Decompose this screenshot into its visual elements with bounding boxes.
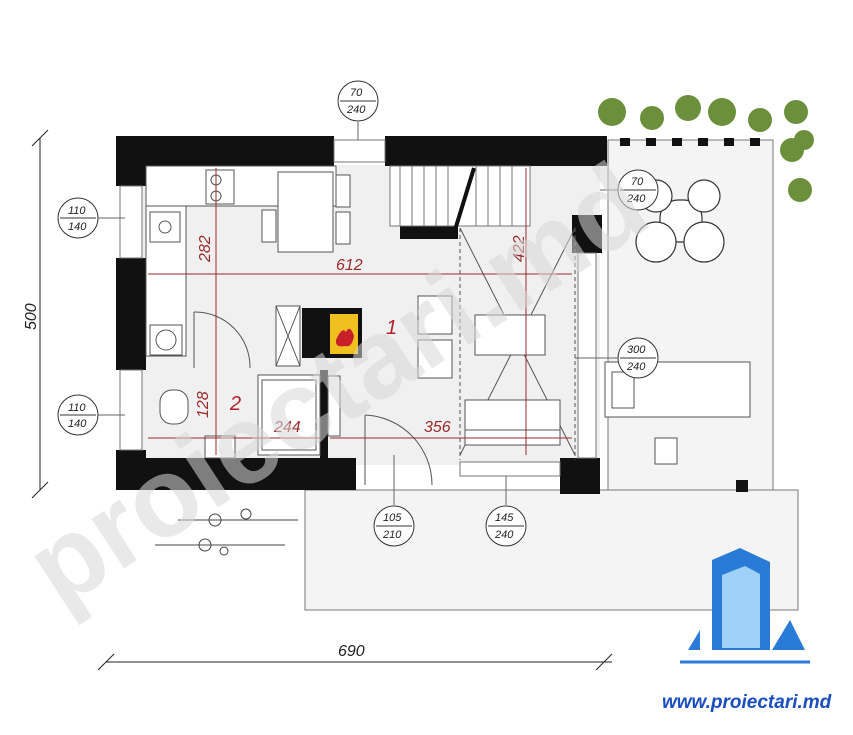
svg-text:240: 240	[626, 361, 646, 373]
bicycles	[155, 508, 298, 556]
room-number-1: 1	[386, 317, 397, 339]
dim-612: 612	[336, 257, 363, 274]
opening-bubble: 105 210	[373, 455, 415, 547]
svg-text:240: 240	[626, 193, 646, 205]
svg-text:70: 70	[631, 176, 644, 188]
dim-244: 244	[273, 419, 301, 436]
overall-dimensions	[31, 129, 613, 671]
dim-356: 356	[424, 419, 451, 436]
plants	[598, 95, 814, 202]
opening-bubble: 300 240	[575, 337, 659, 379]
svg-text:240: 240	[494, 529, 514, 541]
dim-128: 128	[195, 391, 212, 418]
opening-bubbles: 70 240 110 140 70 240 300 240	[57, 80, 659, 547]
room-number-2: 2	[229, 393, 241, 415]
svg-text:210: 210	[382, 529, 402, 541]
opening-bubble: 110 140	[57, 197, 125, 239]
dim-282: 282	[197, 235, 214, 263]
opening-bubble: 110 140	[57, 394, 125, 436]
stairs	[389, 165, 531, 231]
dim-overall-width: 690	[338, 643, 365, 660]
svg-text:110: 110	[68, 205, 86, 217]
svg-text:105: 105	[383, 512, 402, 524]
kitchen	[145, 165, 351, 357]
dim-overall-height: 500	[23, 303, 40, 330]
svg-text:140: 140	[68, 418, 87, 430]
svg-text:300: 300	[627, 344, 646, 356]
proiectari-logo	[680, 548, 810, 664]
svg-text:140: 140	[68, 221, 87, 233]
opening-bubble: 70 240	[600, 169, 659, 211]
svg-text:240: 240	[346, 104, 366, 116]
walls	[116, 136, 748, 494]
windows	[119, 139, 597, 477]
fireplace-icon	[275, 305, 362, 367]
svg-text:70: 70	[350, 87, 363, 99]
svg-text:145: 145	[495, 512, 514, 524]
svg-text:110: 110	[68, 402, 86, 414]
dim-422: 422	[511, 235, 528, 262]
opening-bubble: 70 240	[337, 80, 379, 140]
site-url: www.proiectari.md	[662, 692, 832, 713]
opening-bubble: 145 240	[485, 476, 527, 547]
dimension-lines	[148, 168, 572, 455]
doors	[193, 311, 433, 486]
